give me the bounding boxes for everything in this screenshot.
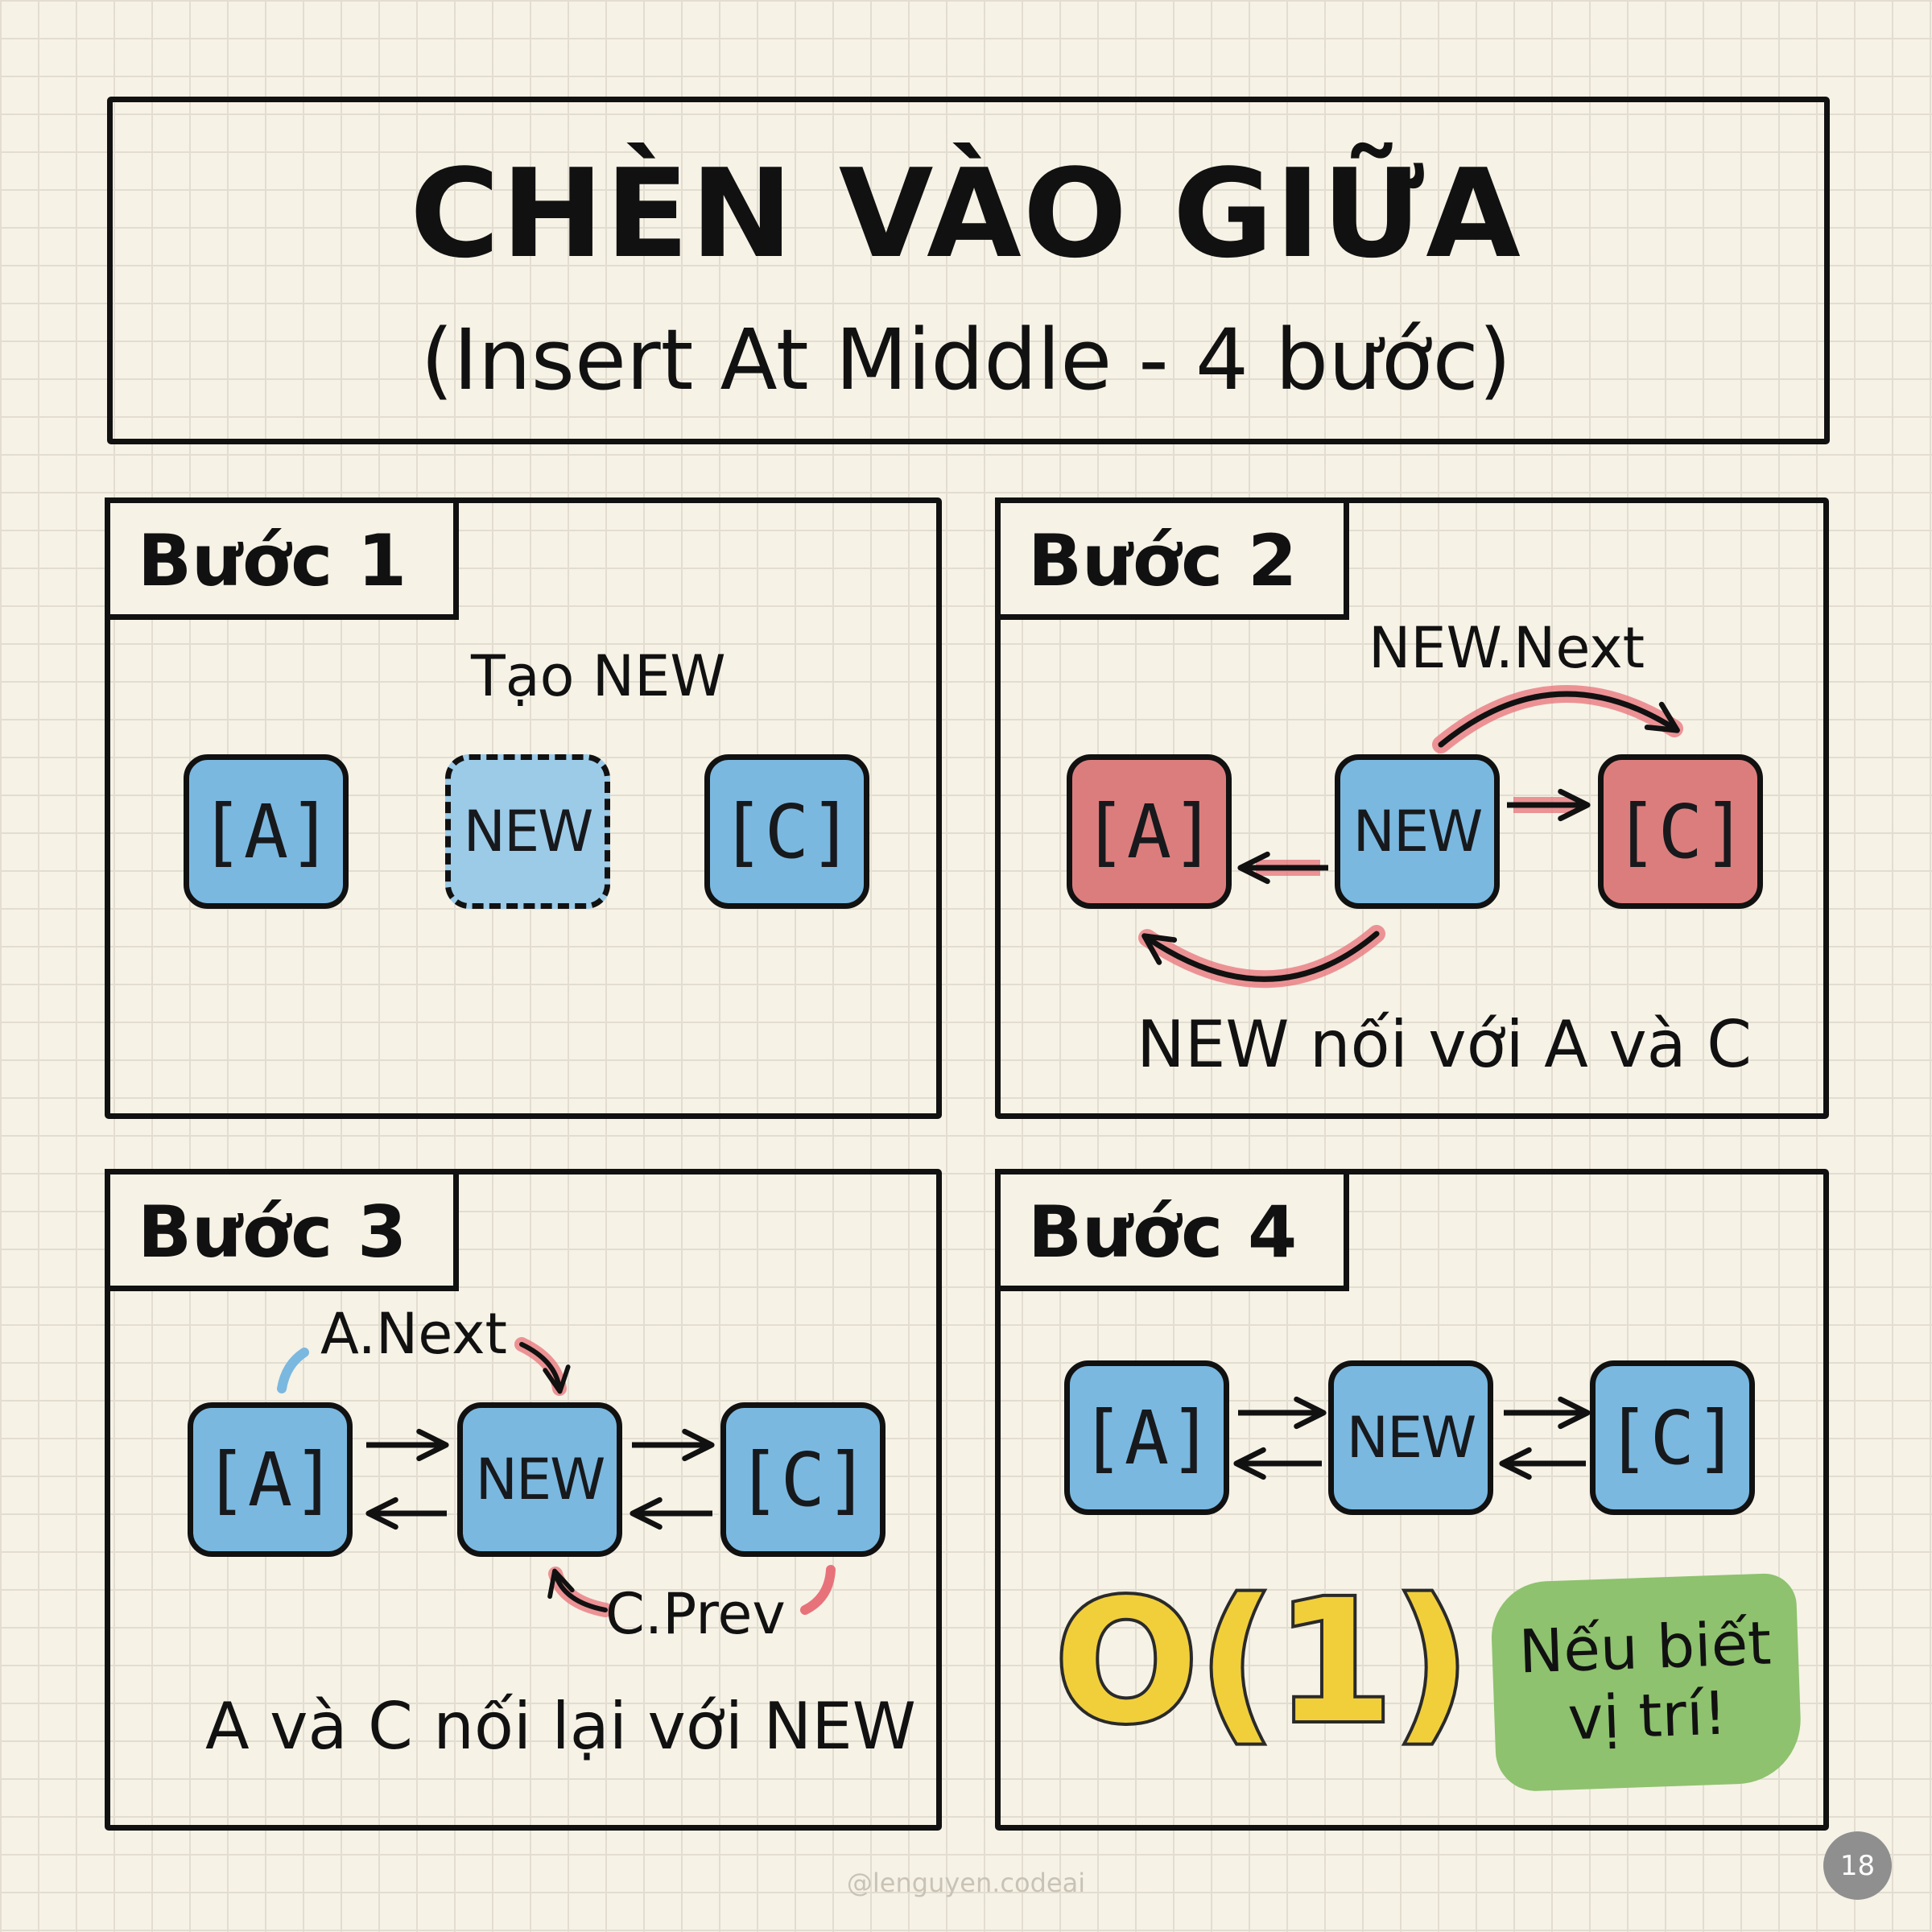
step-2-tag: Bước 2: [995, 497, 1349, 620]
step-3-label-c-prev: C.Prev: [605, 1581, 786, 1647]
step-4-tag: Bước 4: [995, 1169, 1349, 1291]
step-3-arrows: [277, 1337, 836, 1617]
step-1-label: Tạo NEW: [471, 643, 726, 709]
a-next-curve-highlight: [514, 1337, 567, 1396]
page-subtitle: (Insert At Middle - 4 bước): [420, 311, 1512, 409]
panel-step-4: [995, 1169, 1829, 1831]
position-note: Nếu biết vị trí!: [1489, 1572, 1803, 1793]
step-1-node-new: NEW: [445, 754, 610, 909]
step-3-label-a-next: A.Next: [320, 1301, 507, 1367]
panel-step-3: [105, 1169, 942, 1831]
panel-step-1: [105, 497, 942, 1119]
new-prev-curve-arrow: [1141, 931, 1380, 982]
step-1-node-c: [C]: [704, 754, 869, 909]
step-2-caption: NEW nối với A và C: [1137, 1007, 1752, 1082]
step-4-node-c: [C]: [1590, 1360, 1755, 1515]
step-3-node-a: [A]: [188, 1402, 353, 1557]
c-prev-tick: [800, 1565, 836, 1615]
step-4-node-new: NEW: [1328, 1360, 1493, 1515]
note-line-2: vị trí!: [1567, 1678, 1728, 1754]
a-next-curve-arrow: [519, 1342, 571, 1394]
step-2-node-new: NEW: [1335, 754, 1500, 909]
page-title: CHÈN VÀO GIỮA: [410, 142, 1522, 285]
step-3-caption: A và C nối lại với NEW: [205, 1689, 916, 1764]
new-next-curve-arrow: [1438, 691, 1680, 748]
page-number-badge: 18: [1823, 1831, 1892, 1900]
step-1-node-a: [A]: [184, 754, 349, 909]
a-next-tick: [277, 1348, 309, 1393]
complexity-label: O(1): [1051, 1563, 1474, 1761]
step-2-node-a: [A]: [1067, 754, 1232, 909]
step-4-node-a: [A]: [1064, 1360, 1229, 1515]
author-handle: @lenguyen.codeai: [846, 1868, 1086, 1898]
step-2-label-new-next: NEW.Next: [1368, 615, 1645, 681]
step-1-tag: Bước 1: [105, 497, 459, 620]
step-3-tag: Bước 3: [105, 1169, 459, 1291]
c-prev-curve-arrow: [547, 1568, 608, 1612]
panel-step-2: [995, 497, 1829, 1119]
title-frame: [107, 97, 1830, 444]
step-3-node-new: NEW: [457, 1402, 622, 1557]
step-2-node-c: [C]: [1598, 754, 1763, 909]
step-2-arrows: [1138, 685, 1683, 989]
note-line-1: Nếu biết: [1517, 1608, 1773, 1687]
step-4-arrows: [1233, 1396, 1591, 1480]
step-3-node-c: [C]: [720, 1402, 886, 1557]
